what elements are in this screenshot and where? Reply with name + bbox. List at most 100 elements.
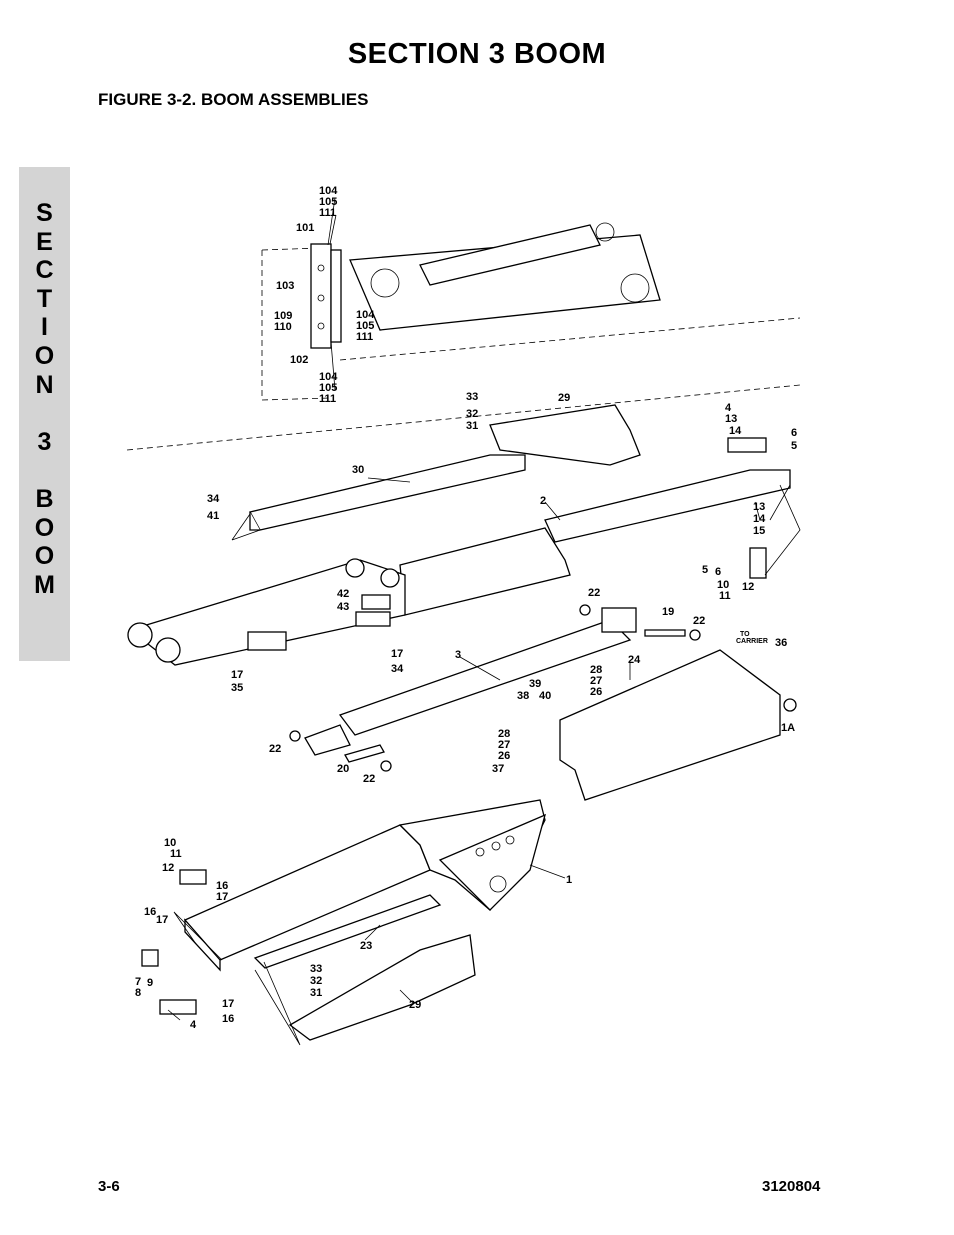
side-tab-letter: O [34, 542, 55, 571]
cylinder-rod-end [304, 724, 351, 756]
section-title: SECTION 3 BOOM [347, 38, 607, 70]
callout-16: 16 [222, 1013, 234, 1025]
callout-34: 34 [207, 493, 220, 505]
callout-28: 28 [590, 664, 602, 676]
callout-13: 13 [725, 413, 737, 425]
pin-20 [344, 744, 385, 763]
callout-32: 32 [310, 975, 322, 987]
callout-22: 22 [269, 743, 281, 755]
callout-1: 1 [566, 874, 572, 886]
lift-cylinder [419, 224, 601, 286]
pivot-plate-101 [310, 243, 332, 349]
detail-inset [261, 197, 801, 401]
callout-5: 5 [702, 564, 708, 576]
cylinder-head [601, 607, 637, 633]
pad-43 [355, 611, 391, 627]
callout-37: 37 [492, 763, 504, 775]
callout-33: 33 [310, 963, 322, 975]
callout-42: 42 [337, 588, 349, 600]
side-tab-letter: I [41, 313, 48, 342]
callout-30: 30 [352, 464, 364, 476]
side-tab-letter: E [36, 227, 53, 256]
side-tab-letter: B [35, 484, 54, 513]
callout-105: 105 [319, 382, 337, 394]
side-tab-letter: N [35, 370, 54, 399]
callout-104: 104 [319, 185, 338, 197]
callout-3: 3 [455, 649, 461, 661]
side-tab-letter: 3 [37, 427, 52, 456]
callout-12: 12 [742, 581, 754, 593]
callout-29: 29 [558, 392, 570, 404]
callout-2: 2 [540, 495, 546, 507]
callout-6: 6 [791, 427, 797, 439]
callout-35: 35 [231, 682, 243, 694]
bracket-12-upper [749, 547, 767, 579]
callout-40: 40 [539, 690, 551, 702]
callout-11: 11 [719, 590, 731, 602]
side-tab-letter: S [36, 199, 53, 227]
callout-14: 14 [753, 513, 766, 525]
document-number: 3120804 [762, 1178, 821, 1195]
wear-pad-4-upper [727, 437, 767, 453]
callout-labels: 104 105 111 101 103 109 110 104 105 111 … [135, 185, 797, 1031]
callout-17: 17 [156, 914, 168, 926]
callout-38: 38 [517, 690, 529, 702]
callout-43: 43 [337, 601, 349, 613]
callout-20: 20 [337, 763, 349, 775]
pad-42 [361, 594, 391, 610]
callout-31: 31 [466, 420, 478, 432]
callout-29: 29 [409, 999, 421, 1011]
cylinder-group [289, 604, 797, 801]
callout-102: 102 [290, 354, 308, 366]
rod-23 [253, 894, 442, 969]
callout-41: 41 [207, 510, 219, 522]
boom-section-24 [559, 649, 781, 801]
callout-11: 11 [170, 848, 182, 860]
page-number: 3-6 [98, 1178, 120, 1195]
callout-17: 17 [231, 669, 243, 681]
boom-section-30 [249, 454, 526, 531]
callout-111: 111 [319, 207, 336, 219]
callout-12: 12 [162, 862, 174, 874]
side-tab-letter: C [35, 256, 54, 285]
callout-34: 34 [391, 663, 404, 675]
pin-19 [644, 629, 686, 637]
pad-9 [141, 949, 159, 967]
side-tab-letter: O [34, 513, 55, 542]
callout-27: 27 [590, 675, 602, 687]
callout-104: 104 [356, 309, 375, 321]
callout-31: 31 [310, 987, 322, 999]
callout-17: 17 [391, 648, 403, 660]
base-boom-group [141, 799, 546, 1046]
callout-28: 28 [498, 728, 510, 740]
callout-19: 19 [662, 606, 674, 618]
callout-5: 5 [791, 440, 797, 452]
callout-15: 15 [753, 525, 765, 537]
callout-105: 105 [319, 196, 337, 208]
callout-22: 22 [588, 587, 600, 599]
callout-9: 9 [147, 977, 153, 989]
callout-17: 17 [222, 998, 234, 1010]
callout-24: 24 [628, 654, 641, 666]
callout-104: 104 [319, 371, 338, 383]
callout-23: 23 [360, 940, 372, 952]
callout-16: 16 [216, 880, 228, 892]
callout-22: 22 [693, 615, 705, 627]
telescope-cylinder-3 [338, 619, 632, 736]
figure-title: FIGURE 3-2. BOOM ASSEMBLIES [98, 90, 369, 109]
callout-7: 7 [135, 976, 141, 988]
callout-101: 101 [296, 222, 314, 234]
boom-section-2-rear [544, 469, 791, 543]
boom-mount-plate [438, 813, 546, 911]
callout-36: 36 [775, 637, 787, 649]
callout-33: 33 [466, 391, 478, 403]
callout-32: 32 [466, 408, 478, 420]
callout-14: 14 [729, 425, 742, 437]
callout-27: 27 [498, 739, 510, 751]
callout-105: 105 [356, 320, 374, 332]
callout-17: 17 [216, 891, 228, 903]
